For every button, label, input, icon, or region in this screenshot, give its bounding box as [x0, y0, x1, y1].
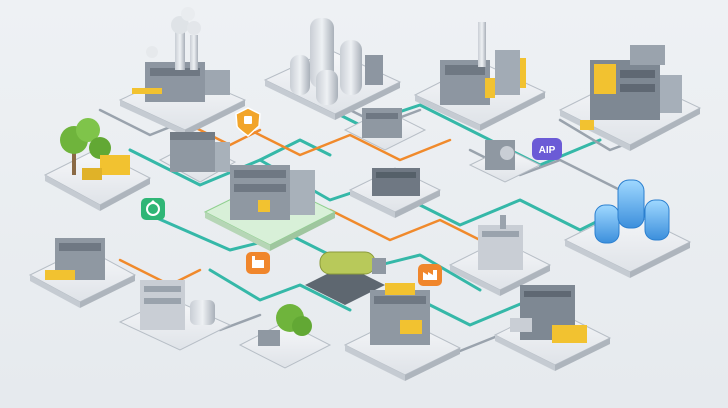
storage-tank-plant [263, 18, 402, 120]
green-utility-platform [238, 304, 332, 369]
power-station [493, 285, 612, 371]
tanker-truck [305, 251, 386, 305]
shield-icon [235, 107, 261, 137]
processing-plant [413, 22, 547, 131]
cooling-tower-cluster [563, 179, 692, 278]
assembly-factory [343, 283, 462, 381]
factory-icon-orange-2 [418, 264, 442, 286]
ai-badge: AIP [532, 138, 562, 160]
generator-platform [28, 238, 137, 308]
ai-compute-unit [468, 140, 542, 183]
factory-icon-orange [246, 252, 270, 274]
green-park-platform [43, 118, 152, 211]
central-hub [348, 167, 442, 218]
smokestack-factory [118, 7, 247, 136]
control-building [158, 132, 237, 183]
office-building [118, 280, 232, 351]
central-factory-complex [203, 165, 337, 251]
refinery-unit [448, 215, 552, 296]
yellow-accent-factory [558, 45, 702, 151]
substation [343, 108, 427, 151]
recycle-icon [141, 198, 165, 220]
ai-badge-label: AIP [539, 145, 556, 156]
